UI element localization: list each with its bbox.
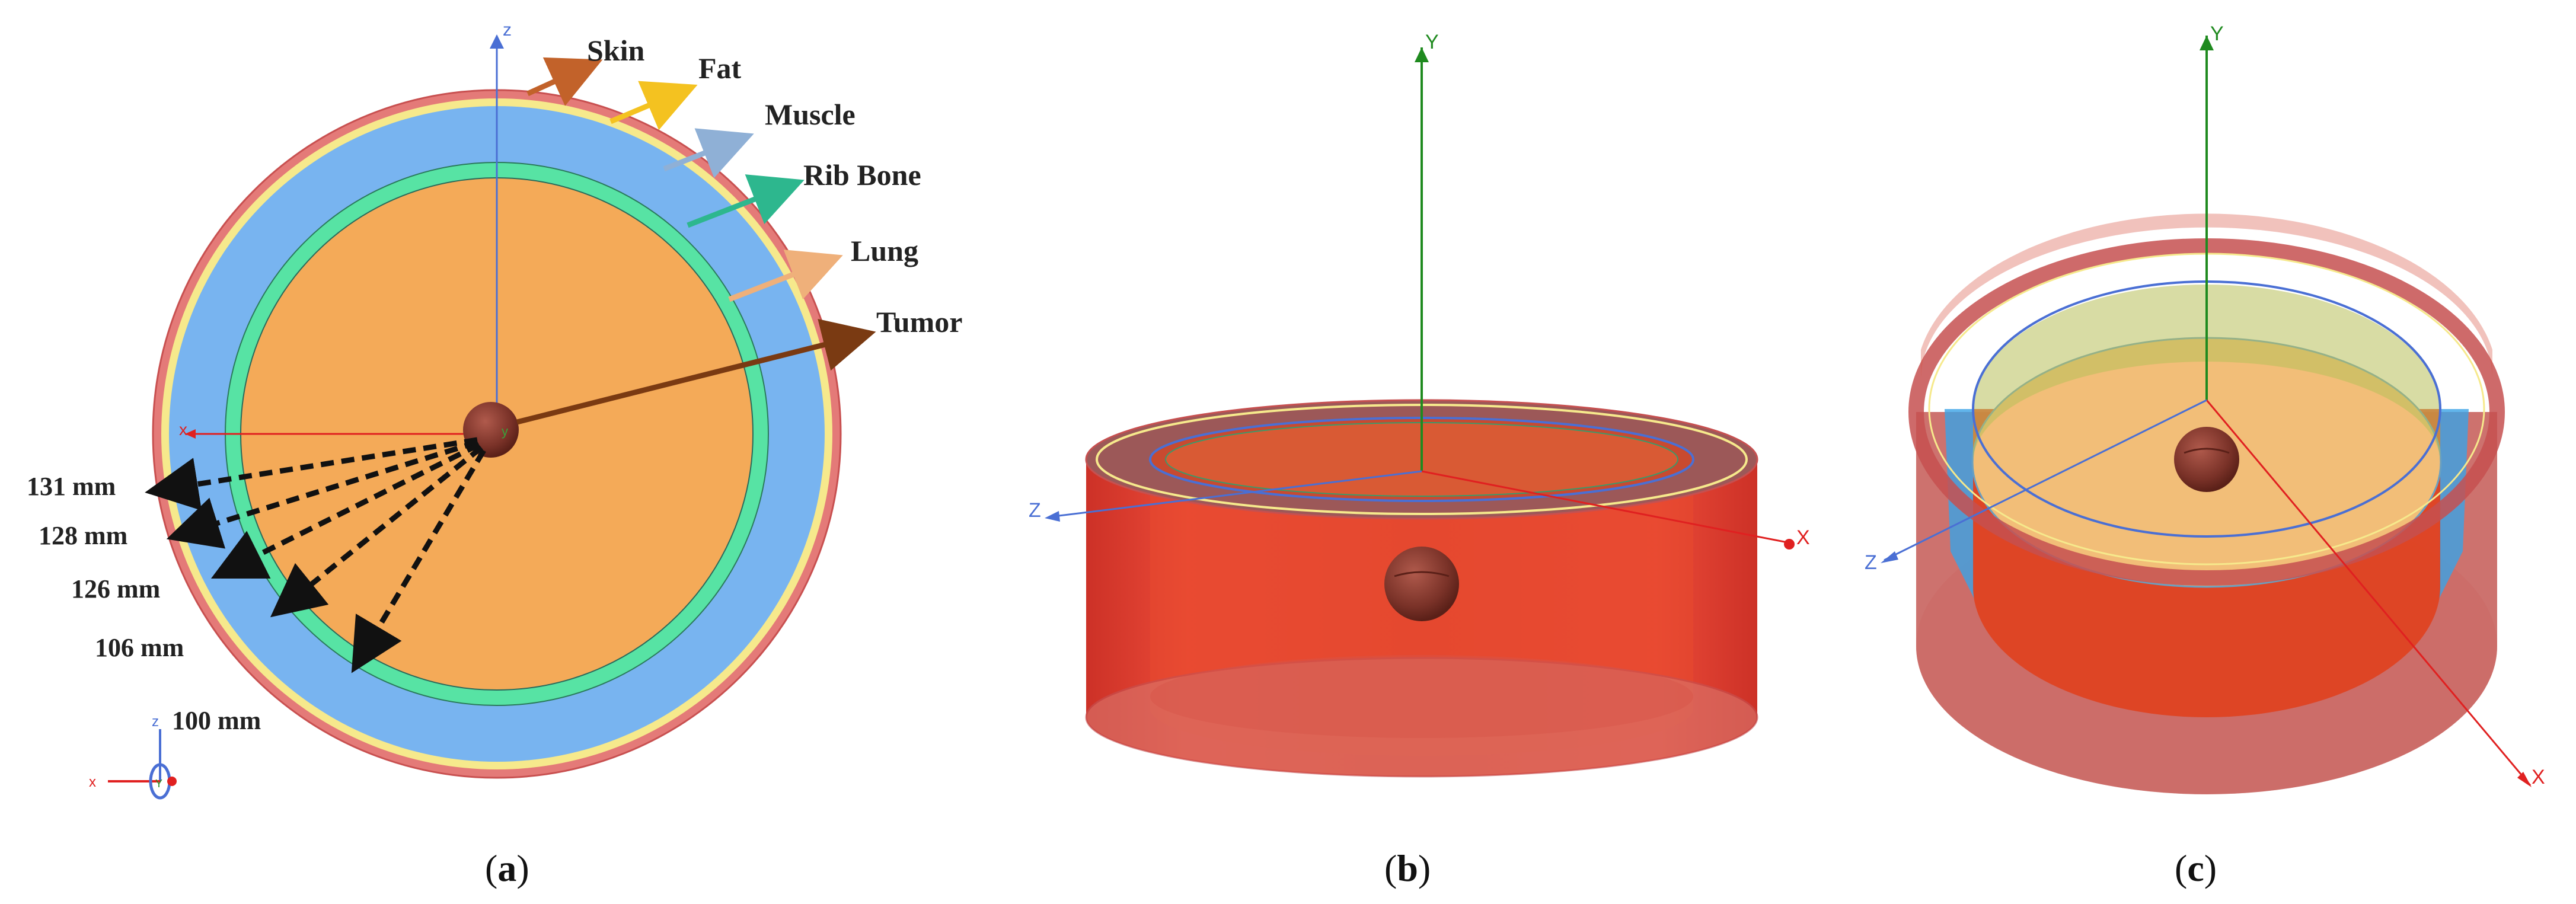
radius-arrow-131 <box>145 437 478 511</box>
z-axis-arrowhead-b <box>1045 511 1060 522</box>
z-axis-arrowhead-c <box>1881 551 1898 563</box>
triad-x-dot <box>167 777 177 786</box>
caption-b: (b) <box>1384 847 1431 889</box>
tumor-shading-c <box>2184 448 2230 454</box>
y-axis-arrowhead-b <box>1415 47 1429 62</box>
x-axis-label: x <box>179 420 187 439</box>
cylinder-bottom-face <box>1085 657 1758 778</box>
radius-label-100: 100 mm <box>172 706 261 735</box>
lung-label: Lung <box>851 234 918 267</box>
lung-pointer-arrow <box>728 250 843 302</box>
triad-y-label: Y <box>155 778 162 790</box>
tumor-label: Tumor <box>876 305 962 338</box>
tumor-sphere-b <box>1384 547 1459 621</box>
fat-pointer-arrow <box>609 81 698 130</box>
y-axis-label: y <box>502 424 508 439</box>
radius-arrow-106 <box>270 445 483 618</box>
skin-pointer-arrow <box>526 57 603 106</box>
panel-c: Y X Z (c) <box>1865 23 2545 889</box>
rib-bone-pointer-arrow <box>687 174 805 228</box>
panel-a-orientation-triad: z x Y <box>89 714 177 800</box>
rib-band-c <box>1973 285 2440 462</box>
tissue-pointer-arrows <box>516 57 876 425</box>
x-axis-line-c <box>2205 400 2532 786</box>
panel-a-axes: z x <box>179 20 512 439</box>
x-axis-tip-b <box>1784 539 1795 550</box>
z-axis-line-b <box>1049 470 1422 518</box>
cylinder-inner-bottom <box>1150 655 1693 738</box>
skin-label: Skin <box>587 34 645 67</box>
rib-bone-label: Rib Bone <box>803 158 921 191</box>
caption-a: (a) <box>485 847 529 889</box>
panel-a: z x y 131 mm 128 mm 126 mm 106 mm 100 mm <box>27 20 962 889</box>
z-axis-label-b: Z <box>1029 499 1041 522</box>
triad-x-label: x <box>89 774 96 790</box>
x-axis-label-b: X <box>1796 526 1810 549</box>
fat-label: Fat <box>698 52 742 85</box>
muscle-label: Muscle <box>765 98 856 131</box>
caption-c: (c) <box>2175 847 2217 889</box>
z-axis-label-c: Z <box>1865 551 1877 574</box>
radius-label-126: 126 mm <box>71 574 160 603</box>
radius-label-106: 106 mm <box>95 633 184 662</box>
y-axis-label-b: Y <box>1425 31 1439 53</box>
panel-b: Y X Z (b) <box>1029 31 1810 889</box>
radius-arrow-126 <box>210 442 481 579</box>
tumor-sphere-c <box>2174 427 2239 492</box>
radius-arrows <box>145 437 486 673</box>
triad-z-label: z <box>152 714 159 730</box>
y-axis-label-c: Y <box>2210 23 2224 45</box>
tumor-pointer-arrow <box>516 318 876 425</box>
muscle-pointer-arrow <box>663 128 754 178</box>
x-axis-label-c: X <box>2532 766 2545 788</box>
radius-arrow-128 <box>166 439 478 549</box>
x-axis-arrowhead-c <box>2517 772 2532 787</box>
z-axis-arrowhead <box>490 34 504 49</box>
z-axis-label: z <box>503 20 512 40</box>
x-axis-arrowhead <box>185 429 196 439</box>
tumor-shading-b <box>1394 571 1450 577</box>
radius-label-128: 128 mm <box>39 521 127 550</box>
y-axis-arrowhead-c <box>2200 36 2214 50</box>
x-axis-line-b <box>1421 470 1788 544</box>
z-axis-line-c <box>1884 399 2207 561</box>
radius-label-131: 131 mm <box>27 472 116 501</box>
